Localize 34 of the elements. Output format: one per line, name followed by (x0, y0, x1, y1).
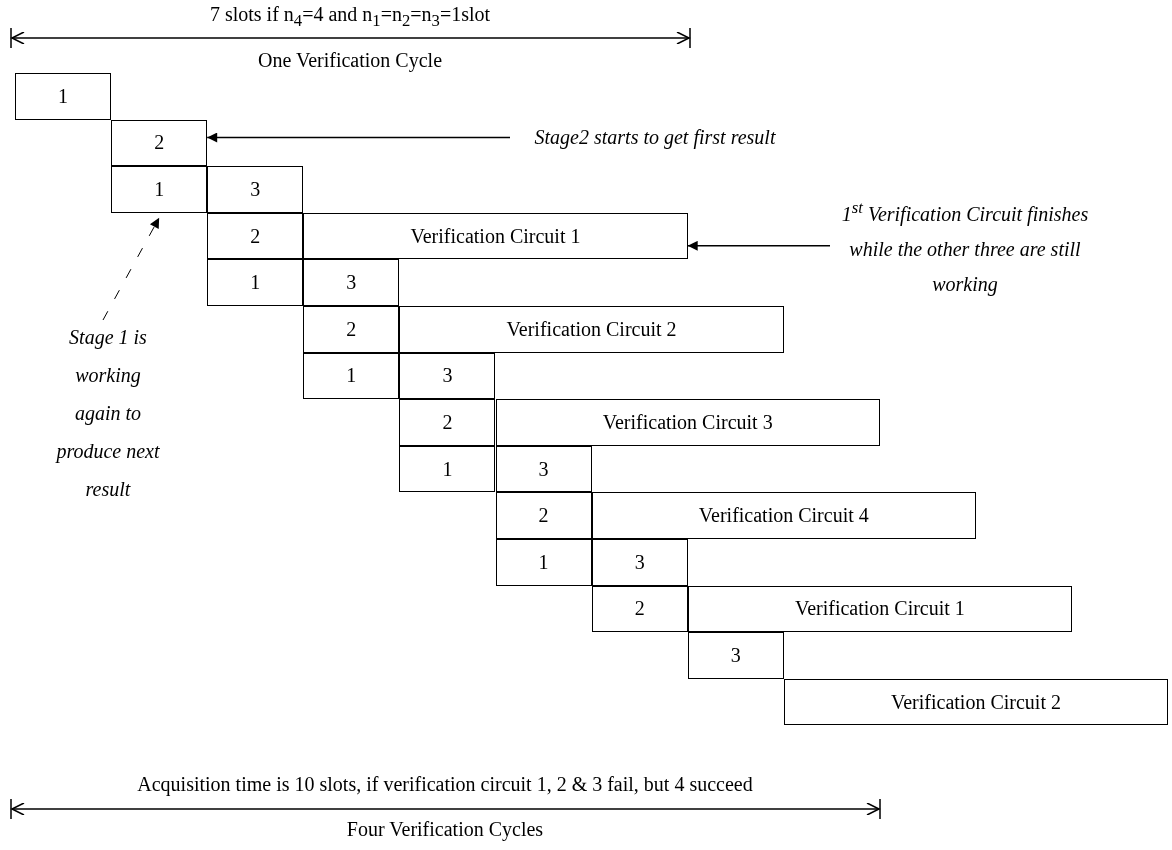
stage-slot-box: 2 (111, 119, 208, 167)
stage-slot-box: 3 (591, 539, 688, 586)
stage-slot-box: 3 (207, 166, 304, 213)
stage-slot-box: 1 (111, 166, 208, 213)
dimension-label: 7 slots if n$_{4}$=4 and n$_{1}$=n$_{2}$=n$_{3}$=1slot (209, 3, 491, 31)
verification-circuit-box: Verification Circuit 4 (591, 492, 976, 539)
stage-slot-box: 1 (303, 352, 400, 400)
annotation-text: 1$^{st}$ Verification Circuit finishes while the other three are still working (840, 190, 1090, 302)
stage-slot-box: 2 (399, 399, 496, 446)
dimension-label: Acquisition time is 10 slots, if verification circuit 1, 2 & 3 fail, but 4 succeed (137, 773, 753, 796)
dimension-label: One Verification Cycle (258, 49, 442, 72)
leader-line (102, 217, 160, 321)
stage-slot-box: 3 (687, 632, 784, 679)
stage-slot-box: 1 (207, 259, 304, 306)
stage-slot-box: 3 (495, 445, 592, 493)
stage-slot-box: 3 (303, 259, 400, 306)
verification-circuit-box: Verification Circuit 3 (495, 399, 880, 446)
annotation-text: Stage 1 is working again to produce next result (53, 318, 163, 508)
verification-circuit-box: Verification Circuit 1 (303, 212, 688, 260)
arrow (686, 240, 831, 251)
stage-slot-box: 1 (495, 539, 592, 586)
annotation-text: Stage2 starts to get first result (520, 126, 790, 149)
stage-slot-box: 2 (303, 306, 400, 353)
stage-slot-box: 2 (591, 585, 688, 633)
dimension-label: Four Verification Cycles (346, 818, 544, 841)
stage-slot-box: 2 (207, 212, 304, 260)
arrow (206, 132, 511, 143)
verification-circuit-box: Verification Circuit 2 (783, 678, 1169, 726)
stage-slot-box: 1 (399, 445, 496, 493)
stage-slot-box: 1 (15, 73, 112, 120)
stage-slot-box: 2 (495, 492, 592, 539)
verification-circuit-box: Verification Circuit 1 (687, 585, 1073, 633)
verification-circuit-box: Verification Circuit 2 (399, 306, 784, 353)
stage-slot-box: 3 (399, 352, 496, 400)
